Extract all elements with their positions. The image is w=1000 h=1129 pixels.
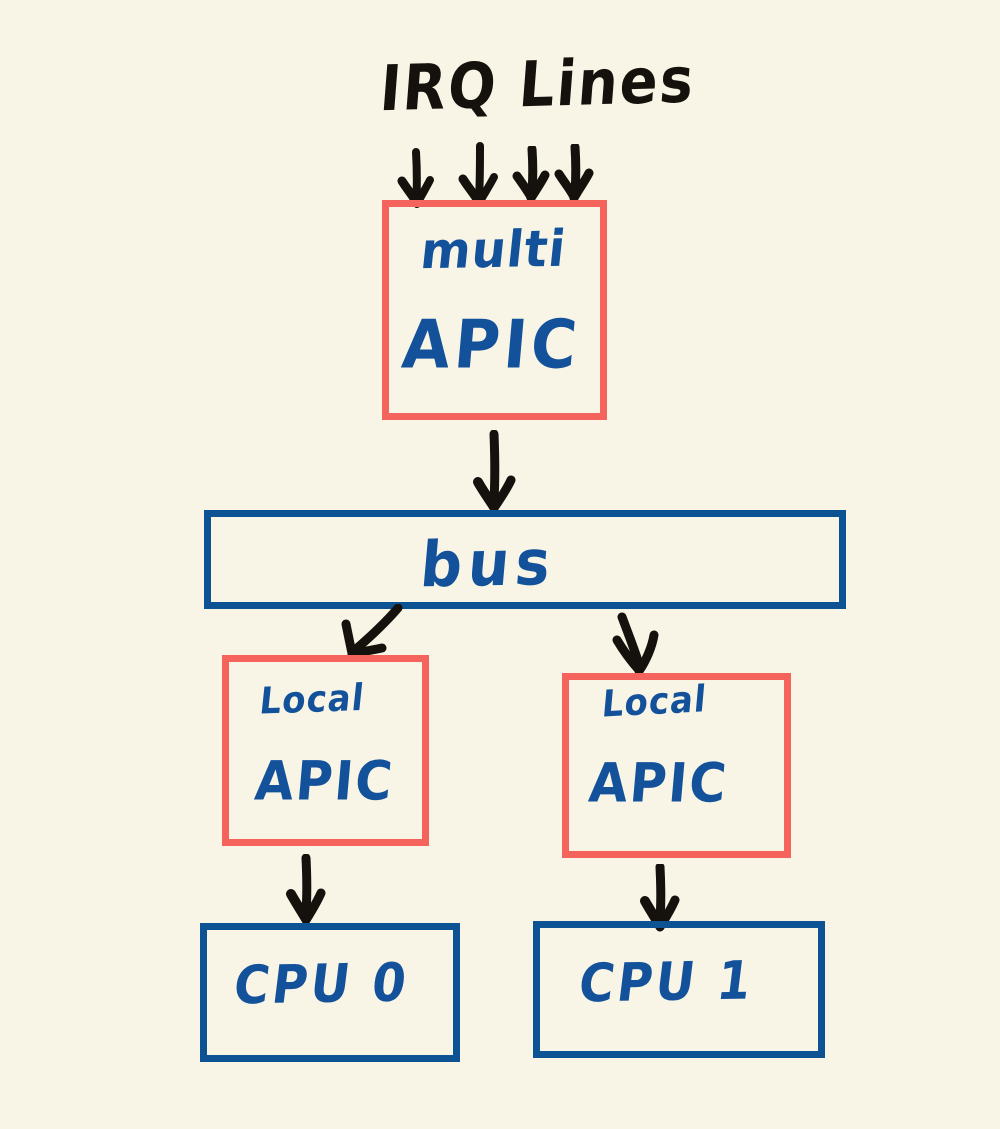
node-cpu-1-label: CPU 1 xyxy=(575,949,758,1015)
node-local-apic-1[interactable] xyxy=(562,673,791,858)
node-local-apic-0[interactable] xyxy=(222,655,429,846)
node-bus-label: bus xyxy=(417,525,560,602)
page-title: IRQ Lines xyxy=(377,44,699,126)
node-cpu-0[interactable] xyxy=(200,923,460,1062)
edge-arrow-local-apic-0-to-cpu-0 xyxy=(286,854,326,925)
edge-arrow-multiapic-to-bus xyxy=(473,430,516,513)
node-bus[interactable] xyxy=(204,510,846,609)
node-multi-apic-label-line1: multi xyxy=(417,219,570,281)
node-local-apic-1-label-line2: APIC xyxy=(586,752,731,815)
irq-arrow-3 xyxy=(512,146,550,203)
irq-arrow-4 xyxy=(554,144,594,203)
node-cpu-1[interactable] xyxy=(533,921,825,1058)
node-local-apic-1-label-line1: Local xyxy=(600,677,709,727)
node-local-apic-0-label-line2: APIC xyxy=(252,750,397,813)
node-local-apic-0-label-line1: Local xyxy=(257,676,367,724)
node-multi-apic[interactable] xyxy=(382,200,607,420)
node-cpu-0-label: CPU 0 xyxy=(230,951,413,1017)
edge-arrow-bus-to-local-apic-1 xyxy=(612,612,659,676)
node-multi-apic-label-line2: APIC xyxy=(399,305,584,384)
